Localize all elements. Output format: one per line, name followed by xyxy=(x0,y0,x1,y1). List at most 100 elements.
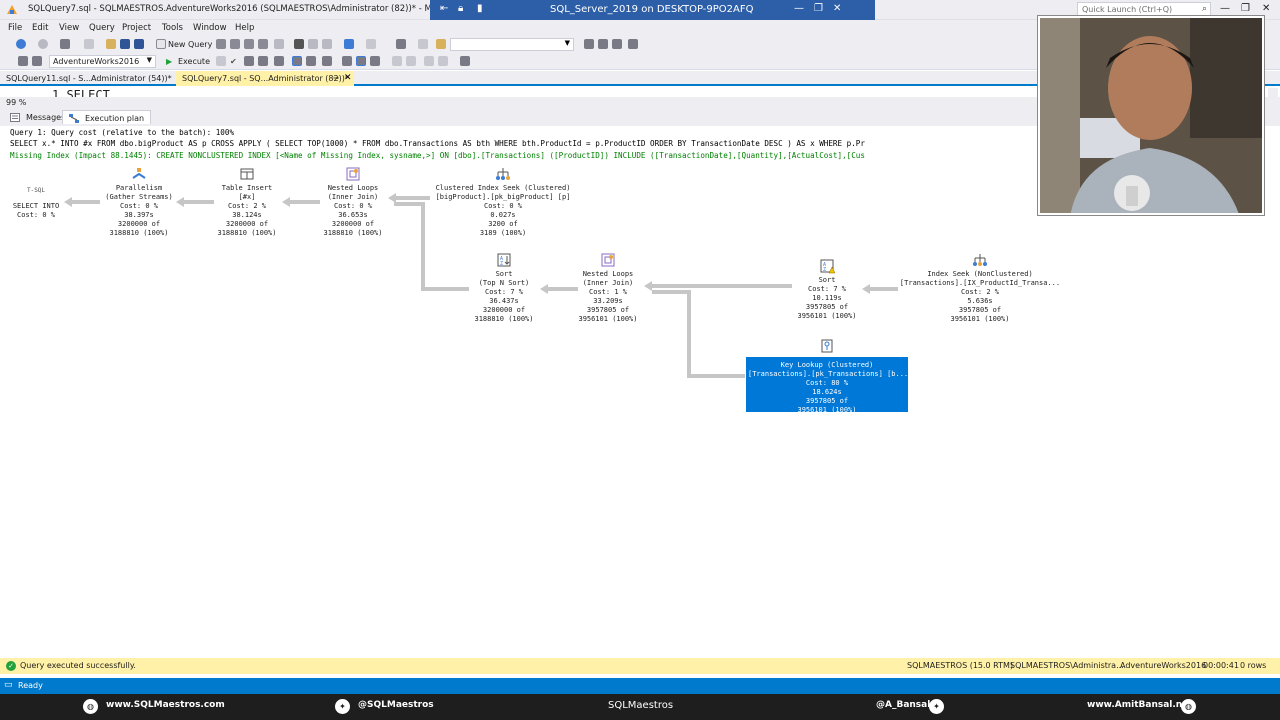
zoom-level[interactable]: 99 % xyxy=(6,98,27,107)
globe-icon: ◍ xyxy=(1181,699,1196,714)
results-text-icon[interactable] xyxy=(342,56,352,66)
undo-icon[interactable] xyxy=(344,39,354,49)
uncomment-icon[interactable] xyxy=(406,56,416,66)
parse-icon[interactable]: ✔ xyxy=(230,57,237,66)
plan-node-nested-loops-2[interactable]: Nested Loops (Inner Join) Cost: 1 % 33.2… xyxy=(570,252,646,324)
new-project-icon[interactable] xyxy=(60,39,70,49)
toolbar-icon-a[interactable] xyxy=(216,39,226,49)
menu-window[interactable]: Window xyxy=(193,23,227,33)
pin-icon[interactable]: ⇤ xyxy=(440,3,449,14)
save-icon[interactable] xyxy=(120,39,130,49)
plan-node-key-lookup[interactable]: Key Lookup (Clustered) [Transactions].[p… xyxy=(746,357,908,414)
node-cost: Cost: 7 % xyxy=(485,288,523,296)
toolbar-icon-g[interactable] xyxy=(418,39,428,49)
chevron-down-icon: ▼ xyxy=(146,56,152,64)
close-icon[interactable]: ✕ xyxy=(1262,3,1271,14)
footer-website: www.SQLMaestros.com xyxy=(106,700,225,710)
toolbar2-icon-a[interactable] xyxy=(274,56,284,66)
redo-icon[interactable] xyxy=(366,39,376,49)
open-file-icon[interactable] xyxy=(106,39,116,49)
remote-minimize-icon[interactable]: — xyxy=(794,3,804,14)
paste-icon[interactable] xyxy=(322,39,332,49)
properties-icon[interactable] xyxy=(598,39,608,49)
node-rows-estimated: 3956101 (100%) xyxy=(797,312,857,320)
menu-help[interactable]: Help xyxy=(235,23,255,33)
remote-close-icon[interactable]: ✕ xyxy=(833,3,842,14)
new-query-icon[interactable] xyxy=(156,39,166,49)
menu-project[interactable]: Project xyxy=(122,23,152,33)
node-cost: Cost: 2 % xyxy=(961,288,999,296)
minimize-icon[interactable]: — xyxy=(1220,3,1230,14)
tab-sqlquery7[interactable]: SQLQuery7.sql - SQ...Administrator (82))… xyxy=(176,71,354,86)
node-rows-actual: 3957805 of xyxy=(958,306,1002,314)
toolbar-icon-b[interactable] xyxy=(230,39,240,49)
restore-icon[interactable]: ❐ xyxy=(1241,3,1250,14)
menu-query[interactable]: Query xyxy=(89,23,115,33)
plan-node-table-insert[interactable]: Table Insert [#x] Cost: 2 % 38.124s 3200… xyxy=(206,166,288,238)
database-select[interactable]: AdventureWorks2016 ▼ xyxy=(49,55,156,68)
estimated-plan-icon[interactable] xyxy=(244,56,254,66)
plan-node-index-seek[interactable]: Index Seek (NonClustered) [Transactions]… xyxy=(898,252,1062,324)
toolbar-options-icon[interactable] xyxy=(628,39,638,49)
node-rows-actual: 3200 of xyxy=(488,220,518,228)
nested-loops-icon xyxy=(601,253,615,267)
connect-icon[interactable] xyxy=(18,56,28,66)
plan-node-parallelism[interactable]: Parallelism (Gather Streams) Cost: 0 % 3… xyxy=(96,166,182,238)
toolbar-icon-e[interactable] xyxy=(274,39,284,49)
remote-session-bar[interactable]: ⇤ 🔒︎ ▮ SQL_Server_2019 on DESKTOP-9PO2AF… xyxy=(430,0,875,20)
stop-icon[interactable] xyxy=(216,56,226,66)
tab-messages[interactable]: Messages xyxy=(4,110,71,124)
pin-tab-icon[interactable]: ⊸ xyxy=(333,74,339,82)
node-rows-actual: 3200000 of xyxy=(225,220,269,228)
comment-icon[interactable] xyxy=(392,56,402,66)
results-file-icon[interactable] xyxy=(370,56,380,66)
plan-node-clustered-index-seek[interactable]: Clustered Index Seek (Clustered) [bigPro… xyxy=(430,166,576,238)
plan-node-select-into[interactable]: T-SQL SELECT INTO Cost: 0 % xyxy=(8,186,64,220)
plan-node-nested-loops-1[interactable]: Nested Loops (Inner Join) Cost: 0 % 36.6… xyxy=(312,166,394,238)
toolbox-icon[interactable] xyxy=(612,39,622,49)
toolbar2-icon-b[interactable] xyxy=(306,56,316,66)
results-grid-icon[interactable] xyxy=(356,56,366,66)
outdent-icon[interactable] xyxy=(424,56,434,66)
node-cost: Cost: 1 % xyxy=(589,288,627,296)
remote-restore-icon[interactable]: ❐ xyxy=(814,3,823,14)
query-designer-icon[interactable] xyxy=(258,56,268,66)
execute-button[interactable]: Execute xyxy=(178,57,210,66)
cut-icon[interactable] xyxy=(294,39,304,49)
toolbar-icon-h[interactable] xyxy=(436,39,446,49)
change-connection-icon[interactable] xyxy=(32,56,42,66)
forward-icon[interactable] xyxy=(38,39,48,49)
toolbar-icon-f[interactable] xyxy=(396,39,406,49)
toolbar2-icon-c[interactable] xyxy=(322,56,332,66)
back-icon[interactable] xyxy=(16,39,26,49)
toolbar-icon-i[interactable] xyxy=(584,39,594,49)
tab-sqlquery11[interactable]: SQLQuery11.sql - S...Administrator (54))… xyxy=(6,74,172,83)
toolbar-icon-d[interactable] xyxy=(258,39,268,49)
status-elapsed: 00:00:41 xyxy=(1203,661,1239,670)
new-query-button[interactable]: New Query xyxy=(168,40,213,49)
indent-icon[interactable] xyxy=(438,56,448,66)
toolbar-icon-c[interactable] xyxy=(244,39,254,49)
close-tab-icon[interactable]: ✕ xyxy=(344,73,352,83)
chevron-down-icon: ▼ xyxy=(564,39,570,47)
copy-icon[interactable] xyxy=(308,39,318,49)
node-elapsed: 38.397s xyxy=(124,211,154,219)
solution-config-dropdown[interactable]: ▼ xyxy=(450,38,574,51)
node-title: Nested Loops xyxy=(327,184,379,192)
menu-tools[interactable]: Tools xyxy=(162,23,183,33)
menu-edit[interactable]: Edit xyxy=(32,23,49,33)
menu-view[interactable]: View xyxy=(59,23,80,33)
tab-execution-plan[interactable]: Execution plan xyxy=(62,110,152,124)
add-item-icon[interactable] xyxy=(84,39,94,49)
actual-plan-icon[interactable] xyxy=(292,56,302,66)
node-elapsed: 5.636s xyxy=(967,297,993,305)
execute-icon[interactable]: ▶ xyxy=(166,57,173,66)
missing-index-hint[interactable]: Missing Index (Impact 88.1445): CREATE N… xyxy=(10,151,865,160)
editor-scrollbar[interactable] xyxy=(1268,88,1278,108)
specify-values-icon[interactable] xyxy=(460,56,470,66)
query-editor[interactable]: 1 SELECT xyxy=(0,88,1040,98)
menu-file[interactable]: File xyxy=(8,23,23,33)
save-all-icon[interactable] xyxy=(134,39,144,49)
